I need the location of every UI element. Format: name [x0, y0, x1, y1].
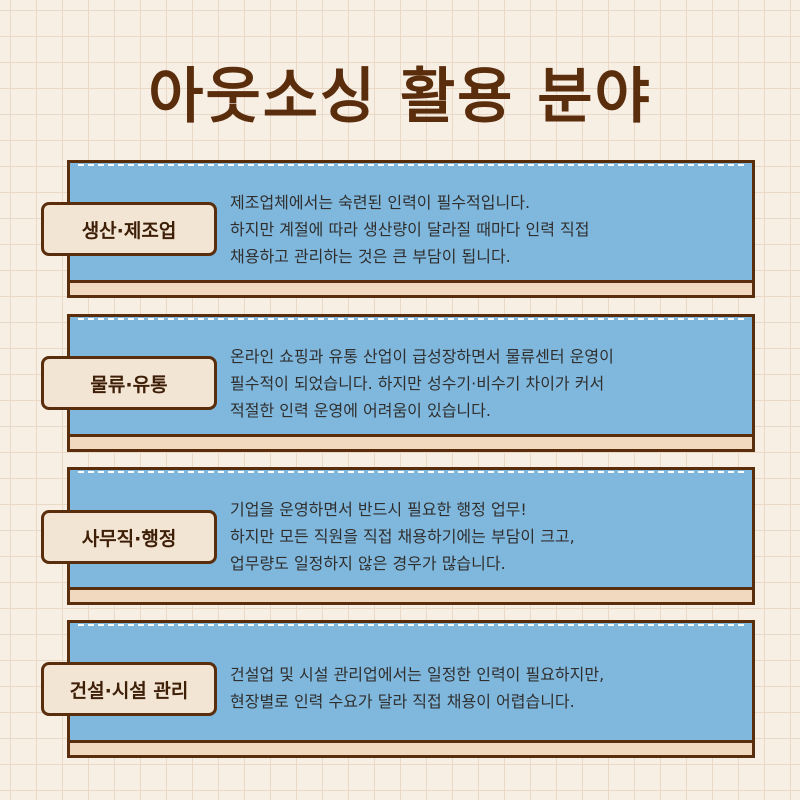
card-description: 제조업체에서는 숙련된 인력이 필수적입니다. 하지만 계절에 따라 생산량이 … [230, 189, 722, 270]
description-line: 제조업체에서는 숙련된 인력이 필수적입니다. [230, 193, 531, 212]
label-manufacturing: 생산·제조업 [41, 202, 217, 256]
dashed-stitch [78, 624, 744, 626]
description-line: 채용하고 관리하는 것은 큰 부담이 됩니다. [230, 247, 511, 266]
description-line: 업무량도 일정하지 않은 경우가 많습니다. [230, 554, 506, 573]
description-line: 적절한 인력 운영에 어려움이 있습니다. [230, 401, 491, 420]
card-description: 건설업 및 시설 관리업에서는 일정한 인력이 필요하지만, 현장별로 인력 수… [230, 661, 722, 715]
label-office: 사무직·행정 [41, 510, 217, 564]
page-title: 아웃소싱 활용 분야 [148, 62, 652, 132]
card-manufacturing: 제조업체에서는 숙련된 인력이 필수적입니다. 하지만 계절에 따라 생산량이 … [67, 160, 755, 298]
dashed-stitch [78, 318, 744, 320]
description-line: 하지만 모든 직원을 직접 채용하기에는 부담이 크고, [230, 527, 575, 546]
card-description: 온라인 쇼핑과 유통 산업이 급성장하면서 물류센터 운영이 필수적이 되었습니… [230, 343, 722, 424]
dashed-stitch [78, 471, 744, 473]
description-line: 건설업 및 시설 관리업에서는 일정한 인력이 필요하지만, [230, 665, 605, 684]
label-logistics: 물류·유통 [41, 356, 217, 410]
description-line: 필수적이 되었습니다. 하지만 성수기·비수기 차이가 커서 [230, 374, 605, 393]
description-line: 기업을 운영하면서 반드시 필요한 행정 업무! [230, 500, 527, 519]
card-description: 기업을 운영하면서 반드시 필요한 행정 업무! 하지만 모든 직원을 직접 채… [230, 496, 722, 577]
description-line: 하지만 계절에 따라 생산량이 달라질 때마다 인력 직접 [230, 220, 590, 239]
description-line: 현장별로 인력 수요가 달라 직접 채용이 어렵습니다. [230, 692, 575, 711]
label-construction: 건설·시설 관리 [41, 662, 217, 716]
description-line: 온라인 쇼핑과 유통 산업이 급성장하면서 물류센터 운영이 [230, 347, 614, 366]
dashed-stitch [78, 164, 744, 166]
